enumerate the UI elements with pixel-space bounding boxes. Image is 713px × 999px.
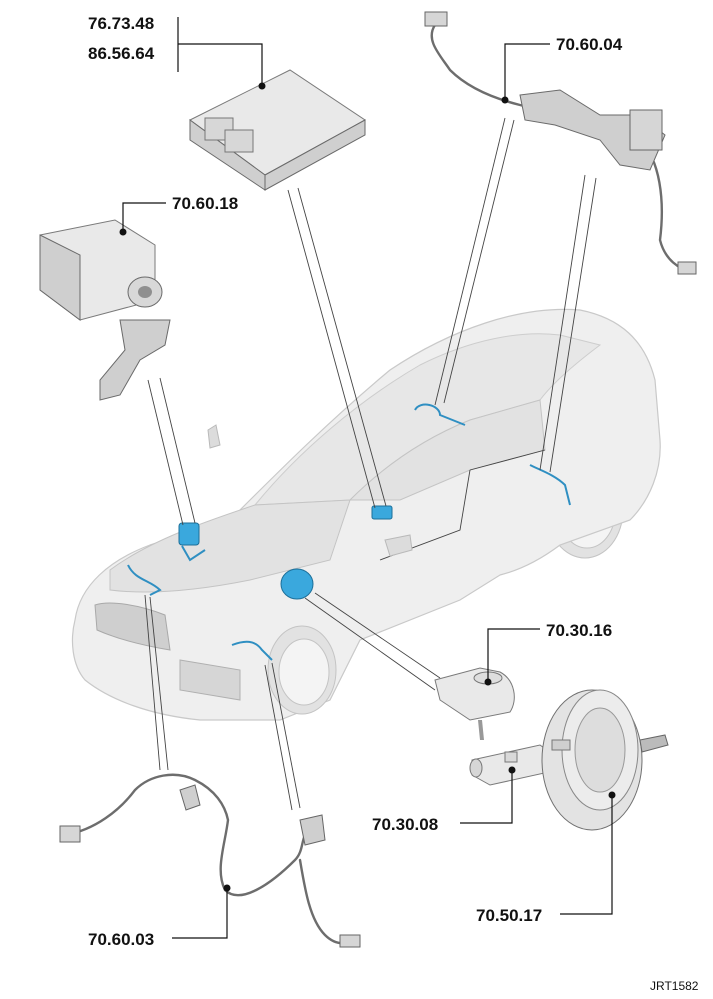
brake-booster-highlight xyxy=(280,568,314,600)
abs-pump-module xyxy=(39,219,171,401)
abs-module-highlight xyxy=(178,522,200,546)
front-sensor-wire-right-highlight xyxy=(231,640,273,661)
callout-labels: 76.73.48 86.56.64 70.60.04 70.60.18 70.3… xyxy=(88,14,699,993)
callout-brake-fluid-reservoir: 70.30.16 xyxy=(546,621,612,640)
rear-wheel-speed-sensor-harness xyxy=(424,11,697,275)
callout-airbag-module-line1: 76.73.48 xyxy=(88,14,154,33)
front-sensor-wire-left-highlight xyxy=(127,564,162,596)
callout-rear-wheel-speed-sensor: 70.60.04 xyxy=(556,35,623,54)
figure-reference: JRT1582 xyxy=(650,979,699,993)
highlighted-components xyxy=(127,403,571,661)
brake-booster xyxy=(541,689,669,831)
pointer-lines xyxy=(144,117,597,811)
airbag-control-module xyxy=(189,69,366,191)
callout-front-wheel-speed-sensor: 70.60.03 xyxy=(88,930,154,949)
airbag-module-highlight xyxy=(371,505,393,520)
front-wheel-speed-sensor-harness xyxy=(59,773,361,948)
callout-airbag-module-line2: 86.56.64 xyxy=(88,44,155,63)
car-body xyxy=(71,308,661,721)
callout-brake-booster: 70.50.17 xyxy=(476,906,542,925)
callout-leaders xyxy=(119,17,616,939)
callout-master-cylinder: 70.30.08 xyxy=(372,815,438,834)
rear-sensor-wire-highlight xyxy=(414,403,466,426)
callout-abs-module: 70.60.18 xyxy=(172,194,238,213)
brake-fluid-reservoir xyxy=(434,667,515,740)
